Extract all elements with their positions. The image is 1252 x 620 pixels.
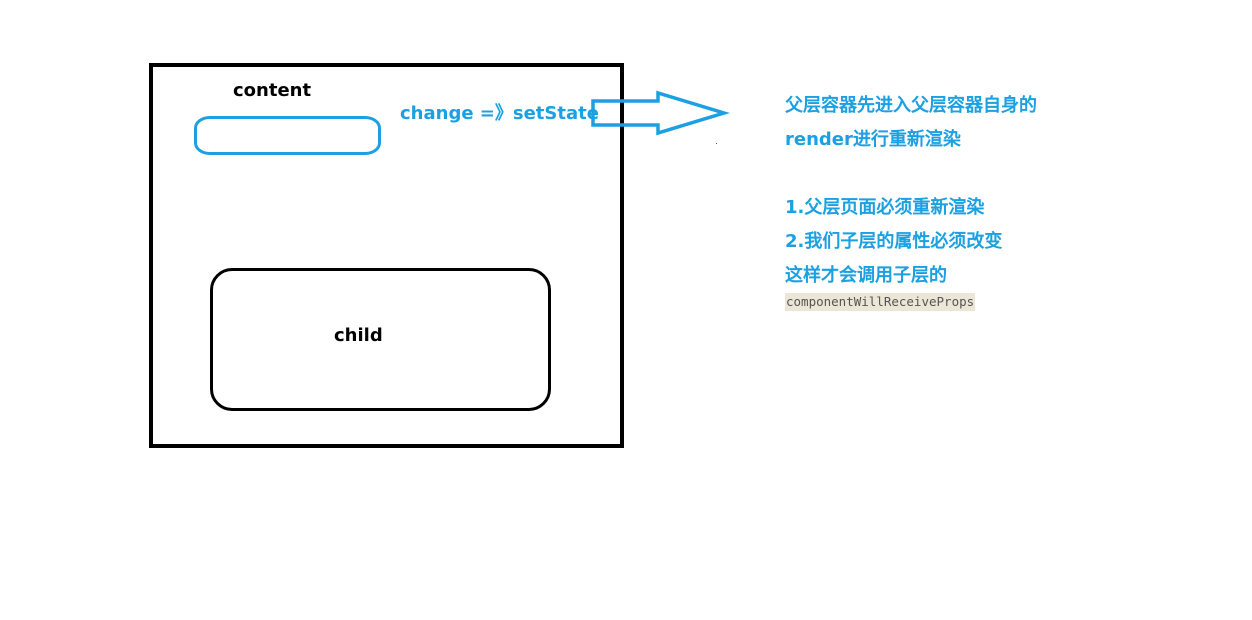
note-line-2: render进行重新渲染 [785, 129, 961, 150]
child-component-box [210, 268, 551, 411]
stray-dot [716, 143, 717, 144]
note-line-4: 2.我们子层的属性必须改变 [785, 231, 1003, 252]
parent-label: content [233, 80, 312, 101]
lifecycle-method-code: componentWillReceiveProps [785, 293, 976, 311]
right-arrow-icon [591, 90, 731, 136]
parent-container-box [149, 63, 624, 448]
child-label: child [334, 325, 383, 346]
note-line-3: 1.父层页面必须重新渲染 [785, 197, 985, 218]
content-state-oval [194, 116, 381, 155]
change-setstate-label: change =》setState [400, 103, 599, 124]
note-line-5: 这样才会调用子层的 [785, 265, 947, 286]
note-line-1: 父层容器先进入父层容器自身的 [785, 95, 1037, 116]
